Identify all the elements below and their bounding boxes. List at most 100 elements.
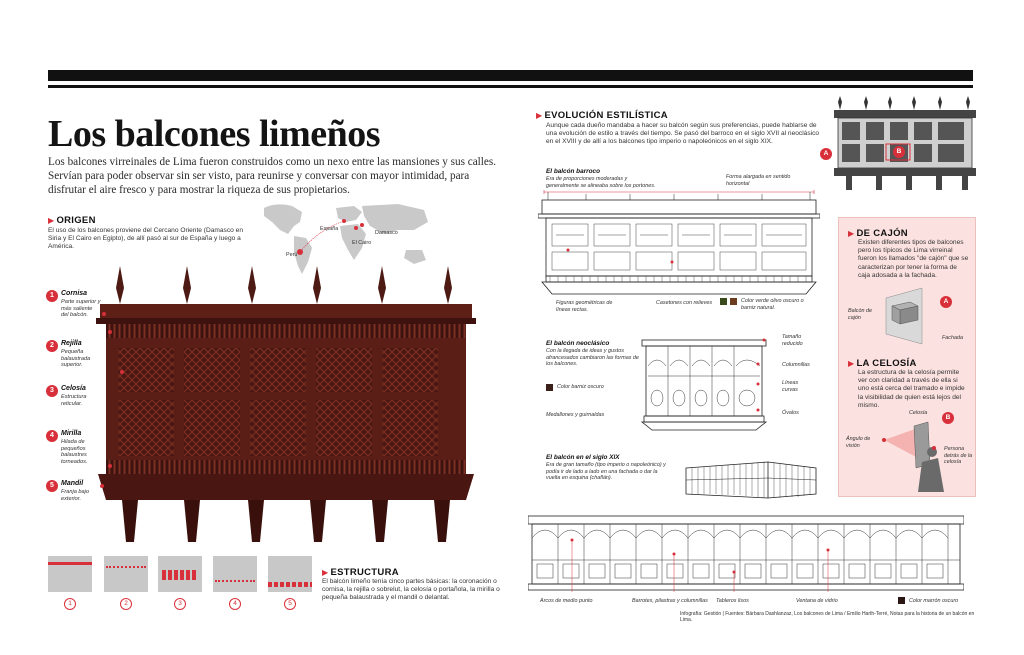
triangle-icon: ▶ [848,359,855,368]
cajon-diagram [885,287,923,345]
map-label-el-cairo: El Cairo [352,240,372,246]
callout-b-top: B [893,146,905,158]
celosia-label-persona: Persona detrás de la celosía [944,446,973,466]
cajon-label-balcon: Balcón de cajón [848,308,872,321]
estructura-num-3: 3 [174,598,186,610]
evolucion-text: Aunque cada dueño mandaba a hacer su bal… [546,122,820,145]
neoclasico-desc: Con la llegada de ideas y gustos afrance… [546,348,639,368]
marker-damasco [360,223,364,227]
part-number-4: 4 [46,430,58,442]
estructura-num-4: 4 [229,598,241,610]
marker-el-cairo [354,226,358,230]
world-map [264,204,428,274]
part-number-2: 2 [46,340,58,352]
balcony-cornice [100,304,472,322]
estructura-num-5: 5 [284,598,296,610]
part-number-5: 5 [46,480,58,492]
map-north-america [264,204,302,234]
estructura-thumb-4 [213,556,257,592]
siglo-xix-desc: Era de gran tamaño (tipo imperio o napol… [546,462,666,482]
part-number-3: 3 [46,385,58,397]
barroco-swatch-barniz [730,298,737,305]
evolucion-heading-label: EVOLUCIÓN ESTILÍSTICA [544,110,668,121]
neoclasico-swatch [546,384,553,391]
triangle-icon: ▶ [48,216,55,225]
siglo-xix-label-tableros: Tableros lisos [716,598,749,604]
triangle-icon: ▶ [322,568,329,577]
cajon-text: Existen diferentes tipos de balcones per… [858,239,969,279]
neoclasico-label-lineas: Líneas curvas [782,380,799,393]
estructura-heading-label: ESTRUCTURA [330,567,399,578]
map-label-espana: España [320,226,339,232]
neoclasico-label-columnillas: Columnillas [782,362,810,368]
barroco-title: El balcón barroco [546,168,600,175]
top-rule-thick [48,70,973,81]
celosia-label-celosia: Celosía [909,410,928,416]
part-name-cornisa: Cornisa [61,290,88,297]
neoclasico-title: El balcón neoclásico [546,340,610,347]
map-australia [404,250,426,264]
neoclasico-label-medallones: Medallones y guirnaldas [546,412,605,418]
part-desc-mandil: Franja bajo exterior. [61,489,89,502]
barroco-drawing [538,190,820,295]
siglo-xix-drawing [528,515,964,592]
finials [116,266,452,304]
map-africa [340,224,366,260]
part-name-mandil: Mandil [61,480,84,487]
neoclasico-label-color: Color barniz oscuro [557,384,604,390]
page-title: Los balcones limeños [48,113,381,155]
intro-paragraph: Los balcones virreinales de Lima fueron … [48,156,497,196]
neoclasico-label-tamano: Tamaño reducido [782,334,803,347]
siglo-xix-label-color: Color marrón oscuro [909,598,959,604]
balcony-corbels [122,500,450,542]
top-rule-thin [48,85,973,88]
map-europe [336,206,362,222]
map-label-damasco: Damasco [375,230,398,236]
marker-peru [297,249,303,255]
siglo-xix-title: El balcón en el siglo XIX [546,454,620,461]
barroco-label-color: Color verde olivo oscuro o barniz natura… [741,298,804,311]
estructura-thumb-5 [268,556,312,592]
cajon-heading: ▶DE CAJÓN [848,228,908,239]
estructura-text: El balcón limeño tenía cinco partes bási… [322,578,500,601]
balcony-rejilla [106,324,466,338]
part-name-rejilla: Rejilla [61,340,82,347]
credit-line: Infografía: Gestión | Fuentes: Bárbara D… [680,611,975,623]
siglo-xix-label-barrotes: Barrotes, pilastras y columnillas [632,598,708,604]
callout-b-panel: B [942,412,954,424]
barroco-label-casetones: Casetones con relieves [656,300,713,306]
part-desc-rejilla: Pequeña balaustrada superior. [61,349,91,369]
origen-text: El uso de los balcones proviene del Cerc… [48,227,243,250]
map-label-peru: Perú [286,252,298,258]
neoclasico-label-ovalos: Óvalos [782,410,799,416]
callout-a-panel: A [940,296,952,308]
barroco-label-figuras: Figuras geométricas de líneas rectas. [556,300,613,313]
barroco-desc: Era de proporciones moderadas y generalm… [546,176,656,189]
part-name-celosia: Celosía [61,385,86,392]
cajon-label-fachada: Fachada [942,335,963,341]
celosia-heading-label: LA CELOSÍA [856,358,917,369]
callout-a-top: A [820,148,832,160]
evolucion-heading: ▶EVOLUCIÓN ESTILÍSTICA [536,110,668,121]
part-desc-cornisa: Parte superior y más saliente del balcón… [61,299,101,319]
estructura-num-2: 2 [120,598,132,610]
cajon-heading-label: DE CAJÓN [856,228,908,239]
balcony-celosia-panels [118,348,438,456]
estructura-num-1: 1 [64,598,76,610]
estructura-thumb-3 [158,556,202,592]
triangle-icon: ▶ [536,111,543,120]
part-desc-celosia: Estructura reticular. [61,394,87,407]
map-south-america [294,236,312,274]
part-desc-mirilla: Hilada de pequeños balaustres torneados. [61,439,88,465]
origen-heading: ▶ORIGEN [48,215,96,226]
celosia-heading: ▶LA CELOSÍA [848,358,917,369]
map-asia [362,204,428,234]
origen-heading-label: ORIGEN [56,215,96,226]
celosia-diagram [882,421,944,492]
part-number-1: 1 [46,290,58,302]
house-facade-drawing [834,96,976,190]
barroco-label-forma: Forma alargada en sentido horizontal [726,174,791,187]
siglo-xix-label-ventana: Ventana de vidrio [796,598,838,604]
balcony-illustration [96,266,476,542]
siglo-xix-swatch [898,597,905,604]
